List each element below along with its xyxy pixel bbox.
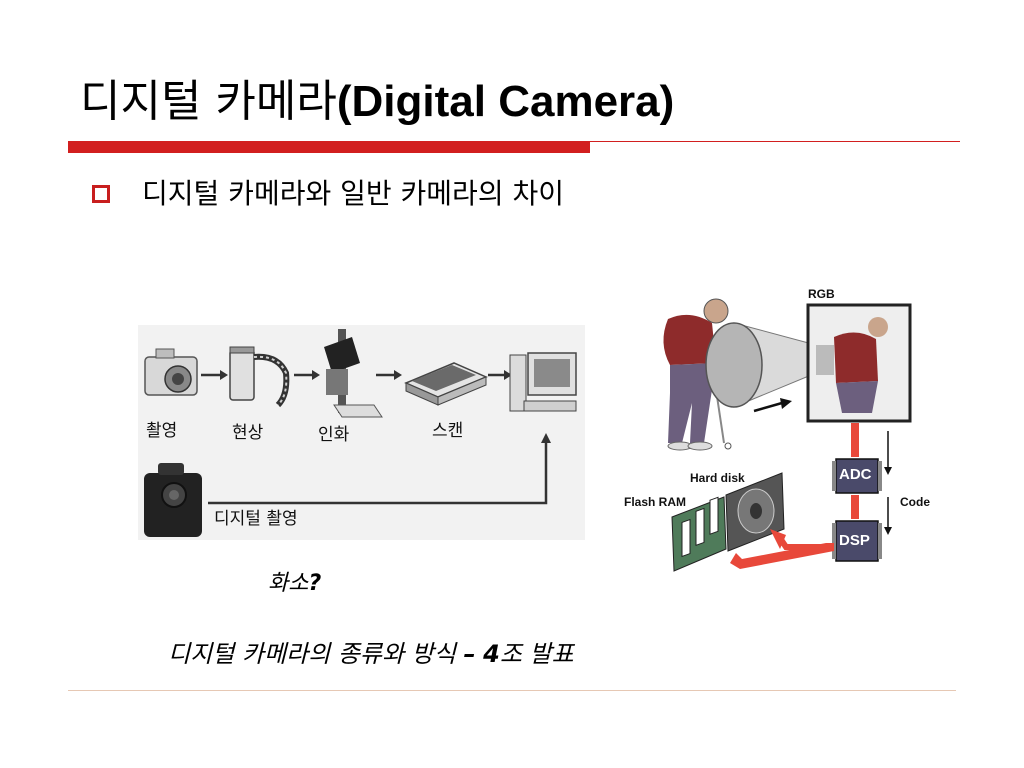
title-underline-thin <box>590 141 960 142</box>
flash-ram-label: Flash RAM <box>624 495 687 509</box>
step-label-scan: 스캔 <box>432 421 464 441</box>
presentation-note: 디지털 카메라의 종류와 방식 – 4조 발표 <box>168 638 574 670</box>
process-arrow <box>201 370 228 380</box>
pixel-question: 화소? <box>268 570 321 598</box>
camera-icon <box>144 348 198 396</box>
film-process-graphic <box>144 329 577 537</box>
scanner-icon <box>404 362 488 406</box>
presentation-note-suffix: 조 발표 <box>499 640 574 668</box>
adc-chip-icon <box>832 458 882 494</box>
computer-icon <box>509 352 577 412</box>
digital-shoot-label: 디지털 촬영 <box>214 509 298 529</box>
slide-title: 디지털 카메라(Digital Camera) <box>80 72 674 132</box>
digital-pipeline-graphic <box>663 298 912 572</box>
flow-arrow-head <box>884 467 892 475</box>
pixel-question-mark: ? <box>308 571 322 596</box>
light-arrow <box>753 401 783 413</box>
slide-title-english: (Digital Camera) <box>336 77 675 126</box>
presentation-note-group-number: 4 <box>483 640 500 668</box>
digital-path-arrow <box>208 433 551 505</box>
golfer-icon <box>663 298 732 451</box>
flash-ram-icon <box>671 496 727 572</box>
film-process-figure: 촬영 현상 인화 스캔 디지털 촬영 <box>138 325 585 540</box>
presentation-note-dash: – <box>463 640 476 668</box>
digital-pipeline-figure: RGB Hard disk Flash RAM Code ADC DSP <box>620 283 940 583</box>
dsp-chip-icon <box>832 520 882 562</box>
process-arrow <box>294 370 320 380</box>
step-label-develop: 현상 <box>232 423 264 443</box>
pixel-question-text: 화소 <box>268 571 309 596</box>
dsp-label: DSP <box>839 532 870 549</box>
code-label: Code <box>900 495 930 509</box>
lens-cone-icon <box>705 322 817 408</box>
digital-camera-icon <box>144 463 202 537</box>
sensor-screen-icon <box>806 303 912 423</box>
flow-arrow-head <box>884 527 892 535</box>
slide-title-korean: 디지털 카메라 <box>80 76 337 127</box>
hard-disk-icon <box>725 472 785 552</box>
footer-divider <box>68 690 956 691</box>
film-roll-icon <box>229 346 290 408</box>
presentation-note-prefix: 디지털 카메라의 종류와 방식 <box>168 640 464 668</box>
light-arrow-head <box>780 398 792 409</box>
hard-disk-label: Hard disk <box>690 471 745 485</box>
signal-bus <box>851 495 859 519</box>
bullet-text: 디지털 카메라와 일반 카메라의 차이 <box>142 177 565 210</box>
process-arrow <box>488 370 512 380</box>
signal-bus <box>851 423 859 457</box>
enlarger-icon <box>324 329 383 418</box>
storage-arrow <box>775 533 834 550</box>
rgb-label: RGB <box>808 287 835 301</box>
title-underline-bar <box>68 141 590 153</box>
bullet-square-icon <box>92 185 110 203</box>
adc-label: ADC <box>839 466 872 483</box>
process-arrow <box>376 370 402 380</box>
step-label-print: 인화 <box>318 425 350 445</box>
step-label-shoot: 촬영 <box>146 421 178 441</box>
